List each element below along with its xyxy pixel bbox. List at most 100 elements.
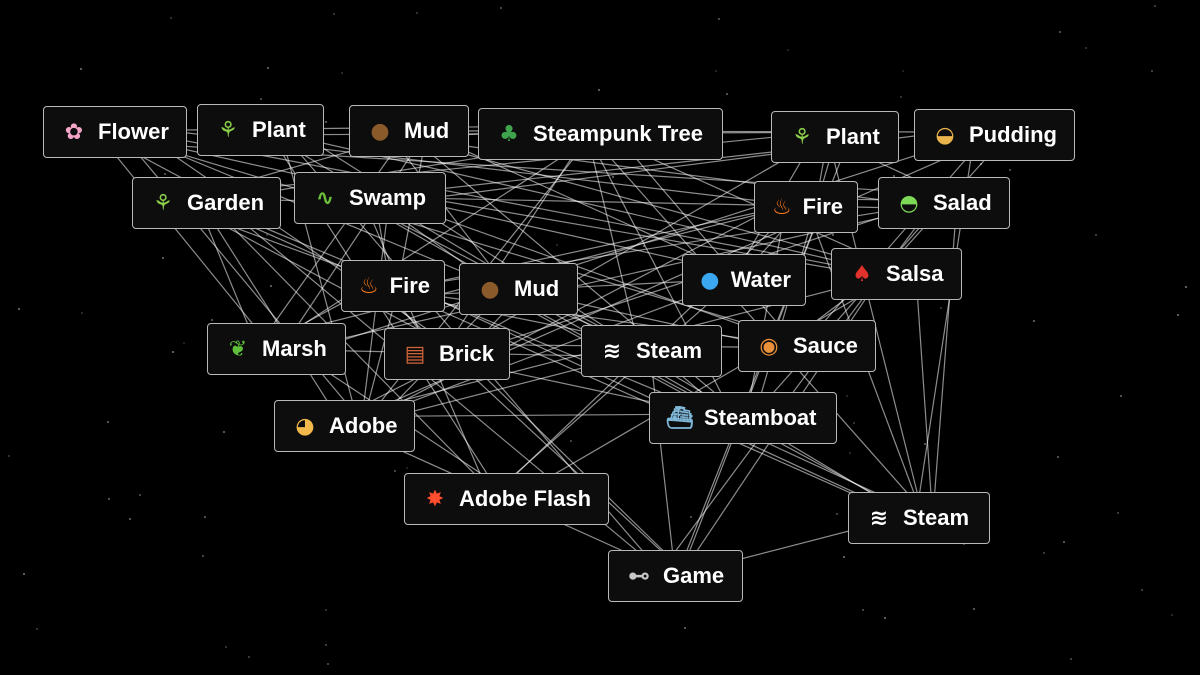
element-tile-fire-2[interactable]: ♨Fire: [341, 260, 445, 312]
star: [1085, 47, 1087, 49]
droplet-icon: ●: [700, 267, 720, 293]
element-tile-game[interactable]: ⊷Game: [608, 550, 743, 602]
element-tile-adobe[interactable]: ◕ Adobe: [274, 400, 415, 452]
connection-line: [648, 344, 676, 575]
star: [164, 173, 166, 175]
star: [643, 245, 645, 247]
star: [170, 17, 172, 19]
star: [902, 70, 904, 72]
connection-line: [198, 211, 452, 348]
star: [204, 516, 206, 518]
element-tile-steam-1[interactable]: ≋ Steam: [581, 325, 722, 377]
palette-icon: ◕: [295, 413, 315, 439]
element-tile-plant-1[interactable]: ⚘Plant: [197, 104, 324, 156]
element-tile-salad[interactable]: ◓Salad: [878, 177, 1010, 229]
element-tile-plant-2[interactable]: ⚘Plant: [771, 111, 899, 163]
star: [843, 556, 845, 558]
star: [570, 440, 572, 442]
connection-line: [805, 127, 994, 343]
element-label: Sauce: [793, 333, 858, 358]
connection-line: [118, 129, 663, 355]
connection-line: [365, 205, 751, 426]
dash-icon: ≋: [602, 338, 622, 364]
element-tile-swamp[interactable]: ∿Swamp: [294, 172, 446, 224]
connection-line: [490, 281, 733, 496]
element-tile-marsh[interactable]: ❦Marsh: [207, 323, 346, 375]
spaghetti-icon: ◉: [759, 333, 779, 359]
element-label: Adobe: [329, 413, 398, 438]
star: [81, 312, 83, 314]
element-label: Steamboat: [704, 405, 817, 430]
star: [202, 555, 204, 557]
star: [1177, 314, 1179, 316]
star: [248, 656, 250, 658]
pudding-icon: ◒: [935, 122, 955, 148]
element-label: Steampunk Tree: [533, 121, 703, 146]
gamepad-icon: ⊷: [628, 563, 650, 589]
star: [107, 421, 109, 423]
element-tile-salsa[interactable]: ♠ Salsa: [831, 248, 962, 300]
star: [940, 307, 942, 309]
star: [129, 518, 131, 520]
element-tile-steam-2[interactable]: ≋Steam: [848, 492, 990, 544]
element-tile-mud-2[interactable]: ●Mud: [459, 263, 578, 315]
connection-line: [190, 199, 904, 517]
star: [893, 175, 895, 177]
element-tile-mud-1[interactable]: ●Mud: [349, 105, 469, 157]
element-label: Mud: [514, 276, 560, 301]
element-tile-sauce[interactable]: ◉ Sauce: [738, 320, 876, 372]
element-tile-fire-1[interactable]: ♨Fire: [754, 181, 858, 233]
star: [108, 498, 110, 500]
star: [327, 663, 329, 665]
star: [80, 68, 82, 70]
star: [1151, 70, 1153, 72]
seedling-icon: ⚘: [153, 190, 173, 216]
element-tile-brick[interactable]: ▤Brick: [384, 328, 510, 380]
star: [341, 72, 343, 74]
star: [8, 455, 10, 457]
connection-line: [279, 128, 360, 428]
star: [266, 234, 268, 236]
star: [973, 608, 975, 610]
element-tile-garden[interactable]: ⚘Garden: [132, 177, 281, 229]
star: [1063, 541, 1065, 543]
star: [1033, 320, 1035, 322]
element-label: Steam: [636, 338, 703, 363]
connection-line: [433, 132, 830, 363]
star: [172, 351, 174, 353]
star: [394, 470, 396, 472]
connection-line: [379, 189, 895, 280]
star: [211, 319, 213, 321]
star: [406, 467, 408, 469]
element-label: Salsa: [886, 261, 944, 286]
connection-line: [200, 194, 493, 493]
element-tile-water[interactable]: ●Water: [682, 254, 806, 306]
connection-line: [408, 134, 755, 427]
chili-icon: ♠: [852, 261, 872, 287]
connection-line: [745, 201, 788, 421]
connection-line: [275, 133, 426, 358]
star: [1185, 286, 1187, 288]
flower-icon: ✿: [64, 119, 84, 145]
star: [690, 516, 692, 518]
element-tile-flower[interactable]: ✿Flower: [43, 106, 187, 158]
star: [726, 93, 728, 95]
star: [884, 617, 886, 619]
star: [162, 257, 164, 259]
star: [900, 96, 902, 98]
star: [718, 18, 720, 20]
element-tile-pudding[interactable]: ◒Pudding: [914, 109, 1075, 161]
star: [715, 70, 717, 72]
star: [1009, 169, 1011, 171]
collision-icon: ✸: [425, 486, 445, 512]
element-tile-steamboat[interactable]: ⛴Steamboat: [649, 392, 837, 444]
element-tile-adobe-flash[interactable]: ✸ Adobe Flash: [404, 473, 609, 525]
element-tile-steampunk-tree[interactable]: ♣Steampunk Tree: [478, 108, 723, 160]
element-label: Fire: [389, 273, 430, 298]
brick-icon: ▤: [404, 341, 426, 367]
herb-icon: ❦: [228, 336, 248, 362]
star: [1141, 589, 1143, 591]
element-label: Adobe Flash: [459, 486, 592, 511]
element-label: Plant: [826, 124, 880, 149]
